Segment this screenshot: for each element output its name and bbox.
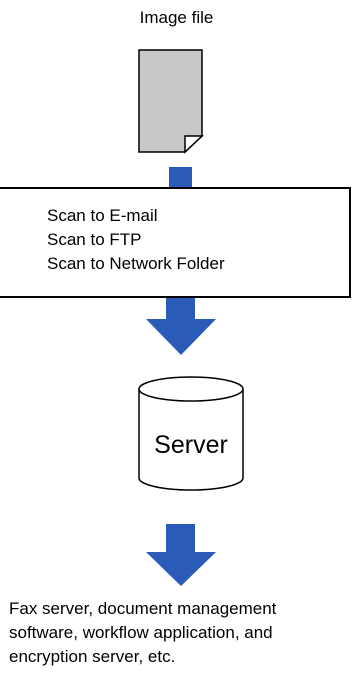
scan-functions-list: Scan to E-mail Scan to FTP Scan to Netwo… (47, 204, 225, 276)
scan-to-server-arrow (146, 298, 216, 355)
scan-functions-box (0, 187, 351, 298)
scan-to-network-folder-label: Scan to Network Folder (47, 254, 225, 273)
scan-to-email-label: Scan to E-mail (47, 206, 158, 225)
destinations-description: Fax server, document management software… (9, 599, 277, 666)
server-to-destinations-arrow (146, 524, 216, 586)
server-label: Server (154, 431, 228, 459)
scan-to-ftp-label: Scan to FTP (47, 230, 142, 249)
document-to-scan-connector (169, 167, 192, 189)
server-cylinder (138, 376, 244, 491)
document-icon (138, 49, 204, 154)
image-file-label: Image file (139, 8, 214, 27)
